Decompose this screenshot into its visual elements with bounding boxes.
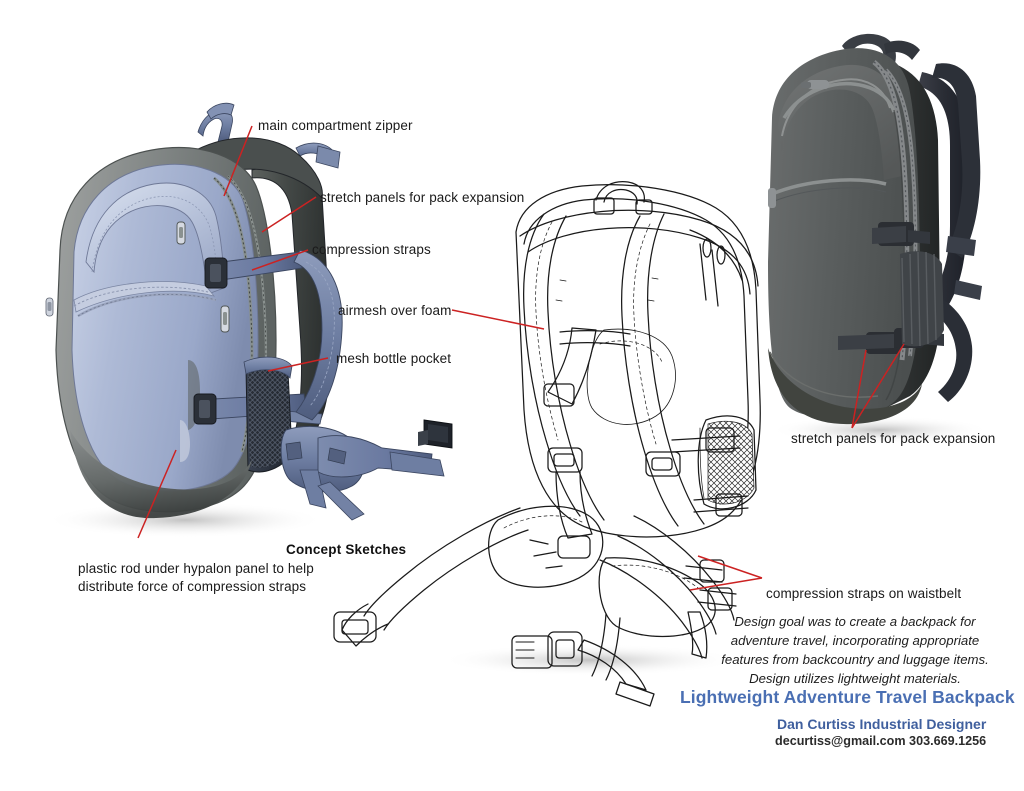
designer-name: Dan Curtiss Industrial Designer: [777, 716, 987, 732]
project-title: Lightweight Adventure Travel Backpack: [680, 687, 1015, 707]
designer-contact: decurtiss@gmail.com 303.669.1256: [775, 734, 987, 748]
blurb-line-1: Design goal was to create a backpack for: [734, 614, 976, 629]
photo-compression-buckle-upper: [872, 222, 930, 246]
leader-main-compartment-zipper: [223, 125, 253, 197]
leader-mesh-bottle-pocket: [267, 357, 329, 372]
blurb-line-2: adventure travel, incorporating appropri…: [730, 633, 980, 649]
callout-stretch-panels-right: stretch panels for pack expansion: [791, 431, 996, 446]
callout-plastic-rod: plastic rod under hypalon panel to help …: [78, 561, 314, 596]
zipper-pull-front: [45, 297, 54, 317]
callout-airmesh-over-foam: airmesh over foam: [338, 303, 452, 318]
leader-compression-straps: [251, 249, 309, 271]
waistbelt-buckle: [418, 419, 453, 449]
waist-belt: [280, 419, 453, 521]
leader-stretch-panels-left: [261, 196, 317, 233]
concept-sketches-heading: Concept Sketches: [286, 542, 407, 557]
callout-compression-straps-waistbelt: compression straps on waistbelt: [766, 586, 962, 601]
callout-plastic-rod-line1: plastic rod under hypalon panel to help: [78, 561, 314, 576]
left-rendered-backpack: [45, 102, 453, 538]
leader-plastic-rod: [137, 449, 177, 539]
design-goal-blurb: Design goal was to create a backpack for…: [700, 612, 1010, 689]
compression-strap-upper: [204, 251, 303, 289]
callout-compression-straps: compression straps: [312, 242, 431, 257]
zipper-slider-lower: [220, 305, 230, 333]
callout-stretch-panels-left: stretch panels for pack expansion: [320, 190, 525, 205]
leader-airmesh-over-foam: [451, 309, 545, 330]
leader-lines: [137, 125, 905, 591]
leader-waistbelt-straps: [689, 555, 763, 591]
middle-line-sketch: [333, 181, 761, 707]
leader-stretch-panels-right: [851, 343, 905, 429]
callout-mesh-bottle-pocket: mesh bottle pocket: [336, 351, 452, 366]
blurb-line-3: features from backcountry and luggage it…: [721, 652, 989, 668]
callout-plastic-rod-line2: distribute force of compression straps: [78, 579, 307, 595]
callout-main-compartment-zipper: main compartment zipper: [258, 118, 413, 133]
blurb-line-4: Design utilizes lightweight materials.: [749, 671, 961, 687]
zipper-slider-upper: [176, 221, 186, 245]
right-photo-backpack: [768, 33, 990, 444]
lid-zipper-pull: [801, 80, 829, 89]
front-pocket-zipper-pull: [768, 188, 776, 208]
